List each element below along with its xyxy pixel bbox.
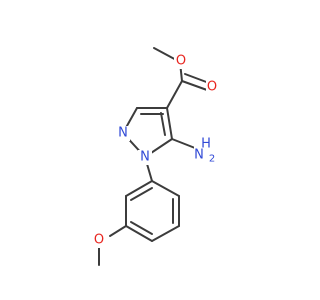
bond-carbonyl-double-b	[184, 73, 210, 84]
bond-layer	[98, 47, 210, 266]
bond-ph-o-methoxy	[109, 225, 127, 237]
bond-carbonyl-double-a	[181, 80, 208, 91]
bond-ph-6-1-inner	[130, 187, 153, 201]
molecule-structure: O O N N H N 2 O	[93, 47, 219, 266]
n-ring-1-label: N	[140, 150, 150, 165]
nh2-subscript: 2	[209, 154, 215, 165]
o-methoxy-label: O	[94, 233, 104, 248]
bond-ph-1-2	[151, 180, 180, 197]
atom-label-layer: O O N N H N 2 O	[93, 54, 219, 248]
bond-ph-6-1	[125, 180, 153, 197]
nh2-bg	[194, 138, 218, 160]
nh2-h-label: H	[201, 137, 211, 152]
o-ester-bg	[174, 54, 187, 69]
n-ring-2-label: N	[118, 126, 128, 141]
bond-ph-4-5-inner	[130, 221, 153, 235]
o-ester-label: O	[176, 54, 186, 69]
bond-carbonyl-c4	[166, 80, 183, 109]
bond-c5-c4	[166, 107, 173, 140]
bond-ph-3-4	[151, 225, 180, 242]
bond-ph-4-5	[125, 225, 153, 242]
bond-c5-nh2	[171, 138, 196, 149]
bond-c5-c4-inner	[160, 112, 166, 136]
nh2-n-label: N	[194, 148, 204, 163]
n-ring-2-bg	[116, 126, 130, 141]
o-carbonyl-bg	[206, 80, 219, 95]
n-ring-1-bg	[138, 150, 152, 165]
o-methoxy-bg	[93, 233, 106, 248]
o-carbonyl-label: O	[207, 80, 217, 95]
